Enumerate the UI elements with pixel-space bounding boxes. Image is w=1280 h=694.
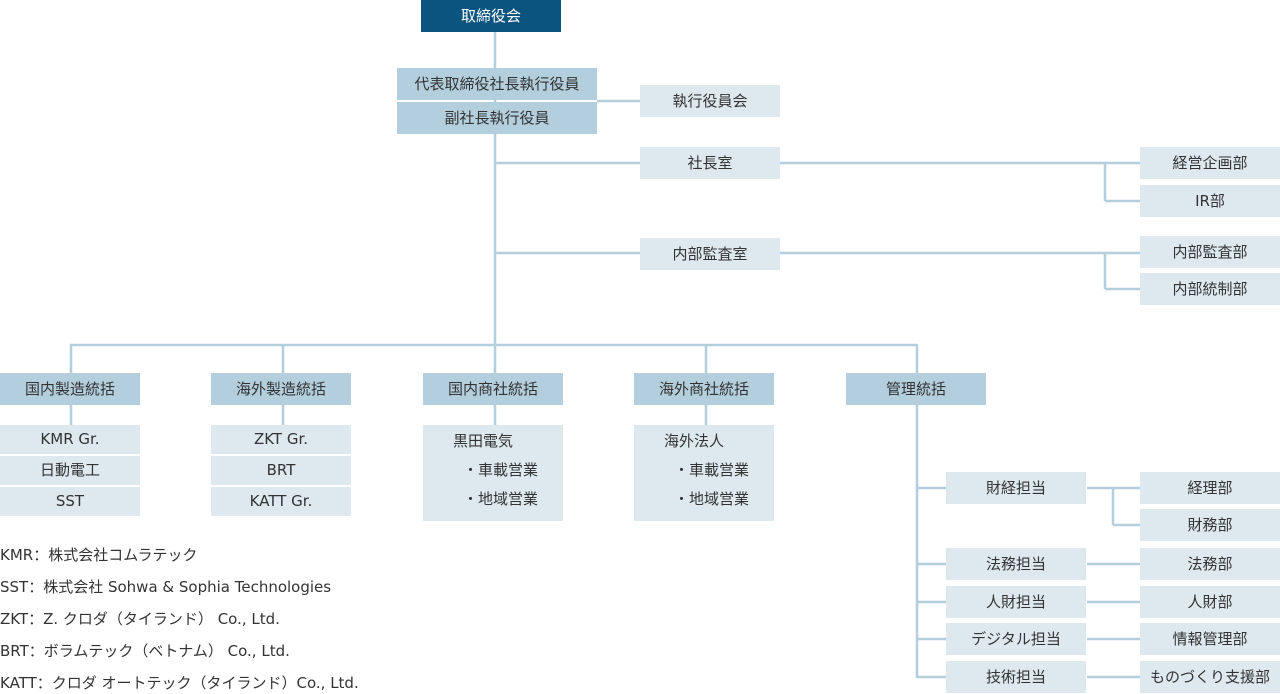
finance-manager-box: 財経担当 xyxy=(946,472,1086,504)
board-label: 取締役会 xyxy=(460,6,521,25)
hr-manager-box: 人財担当 xyxy=(946,586,1086,618)
tech-manager-box: 技術担当 xyxy=(946,661,1086,693)
monozukuri-box: ものづくり支援部 xyxy=(1140,661,1280,693)
finance-box: 財務部 xyxy=(1140,509,1280,541)
internal-audit-dept-box: 内部監査部 xyxy=(1140,236,1280,268)
division-management: 管理統括 xyxy=(846,373,986,405)
board-box: 取締役会 xyxy=(421,0,561,32)
item-label: KMR Gr. xyxy=(40,430,100,448)
internal-control-box: 内部統制部 xyxy=(1140,273,1280,305)
executive-committee-box: 執行役員会 xyxy=(640,85,780,117)
corporate-planning-label: 経営企画部 xyxy=(1172,153,1248,172)
legend-sst: SST：株式会社 Sohwa & Sophia Technologies xyxy=(0,578,332,596)
it-box: 情報管理部 xyxy=(1140,623,1280,655)
president-office-label: 社長室 xyxy=(687,153,733,172)
dept-label: 経理部 xyxy=(1187,478,1233,497)
list-item: KMR Gr. xyxy=(0,425,140,454)
president-box: 代表取締役社長執行役員 xyxy=(397,68,597,100)
division-title: 海外商社統括 xyxy=(658,379,749,398)
legend-brt: BRT：ボラムテック（ベトナム） Co., Ltd. xyxy=(0,642,290,660)
ir-label: IR部 xyxy=(1195,191,1225,210)
manager-label: 法務担当 xyxy=(985,554,1046,573)
internal-control-label: 内部統制部 xyxy=(1172,279,1248,298)
accounting-box: 経理部 xyxy=(1140,472,1280,504)
ir-box: IR部 xyxy=(1140,185,1280,217)
dept-label: ものづくり支援部 xyxy=(1149,667,1270,686)
vice-president-box: 副社長執行役員 xyxy=(397,102,597,134)
dept-label: 財務部 xyxy=(1187,515,1233,534)
item-label: ・地域営業 xyxy=(674,490,750,508)
list-item: KATT Gr. xyxy=(211,487,351,516)
executive-committee-label: 執行役員会 xyxy=(672,91,748,110)
division-title: 国内製造統括 xyxy=(24,379,115,398)
list-item: BRT xyxy=(211,456,351,485)
division-title: 海外製造統括 xyxy=(235,379,326,398)
division-domestic-mfg: 国内製造統括 xyxy=(0,373,140,405)
item-label: ・地域営業 xyxy=(463,490,539,508)
item-label: BRT xyxy=(266,461,296,479)
legend-katt: KATT：クロダ オートテック（タイランド）Co., Ltd. xyxy=(0,674,359,692)
overseas-trading-block: 海外法人 ・車載営業 ・地域営業 xyxy=(634,425,774,521)
item-label: SST xyxy=(55,492,85,510)
corporate-planning-box: 経営企画部 xyxy=(1140,147,1280,179)
division-domestic-trading: 国内商社統括 xyxy=(423,373,563,405)
internal-audit-office-box: 内部監査室 xyxy=(640,238,780,270)
list-item: ZKT Gr. xyxy=(211,425,351,454)
list-item: 日動電工 xyxy=(0,456,140,485)
item-label: 海外法人 xyxy=(664,432,725,450)
dept-label: 法務部 xyxy=(1187,554,1233,573)
internal-audit-office-label: 内部監査室 xyxy=(672,244,748,263)
legend-zkt: ZKT：Z. クロダ（タイランド） Co., Ltd. xyxy=(0,610,280,628)
manager-label: 財経担当 xyxy=(985,478,1046,497)
division-overseas-trading: 海外商社統括 xyxy=(634,373,774,405)
legal-box: 法務部 xyxy=(1140,548,1280,580)
dept-label: 人財部 xyxy=(1187,592,1233,611)
hr-box: 人財部 xyxy=(1140,586,1280,618)
manager-label: 技術担当 xyxy=(985,667,1046,686)
item-label: ・車載営業 xyxy=(674,461,750,479)
legend-kmr: KMR：株式会社コムラテック xyxy=(0,546,198,564)
item-label: ZKT Gr. xyxy=(253,430,309,448)
manager-label: デジタル担当 xyxy=(971,629,1061,648)
item-label: 日動電工 xyxy=(39,461,100,479)
president-office-box: 社長室 xyxy=(640,147,780,179)
item-label: 黒田電気 xyxy=(453,432,514,450)
division-title: 管理統括 xyxy=(885,379,946,398)
domestic-trading-block: 黒田電気 ・車載営業 ・地域営業 xyxy=(423,425,563,521)
item-label: ・車載営業 xyxy=(463,461,539,479)
item-label: KATT Gr. xyxy=(249,492,313,510)
manager-label: 人財担当 xyxy=(985,592,1046,611)
digital-manager-box: デジタル担当 xyxy=(946,623,1086,655)
list-item: SST xyxy=(0,487,140,516)
division-title: 国内商社統括 xyxy=(447,379,538,398)
president-label: 代表取締役社長執行役員 xyxy=(414,74,580,93)
legal-manager-box: 法務担当 xyxy=(946,548,1086,580)
division-overseas-mfg: 海外製造統括 xyxy=(211,373,351,405)
vice-president-label: 副社長執行役員 xyxy=(444,108,550,127)
internal-audit-dept-label: 内部監査部 xyxy=(1172,242,1248,261)
dept-label: 情報管理部 xyxy=(1172,629,1248,648)
